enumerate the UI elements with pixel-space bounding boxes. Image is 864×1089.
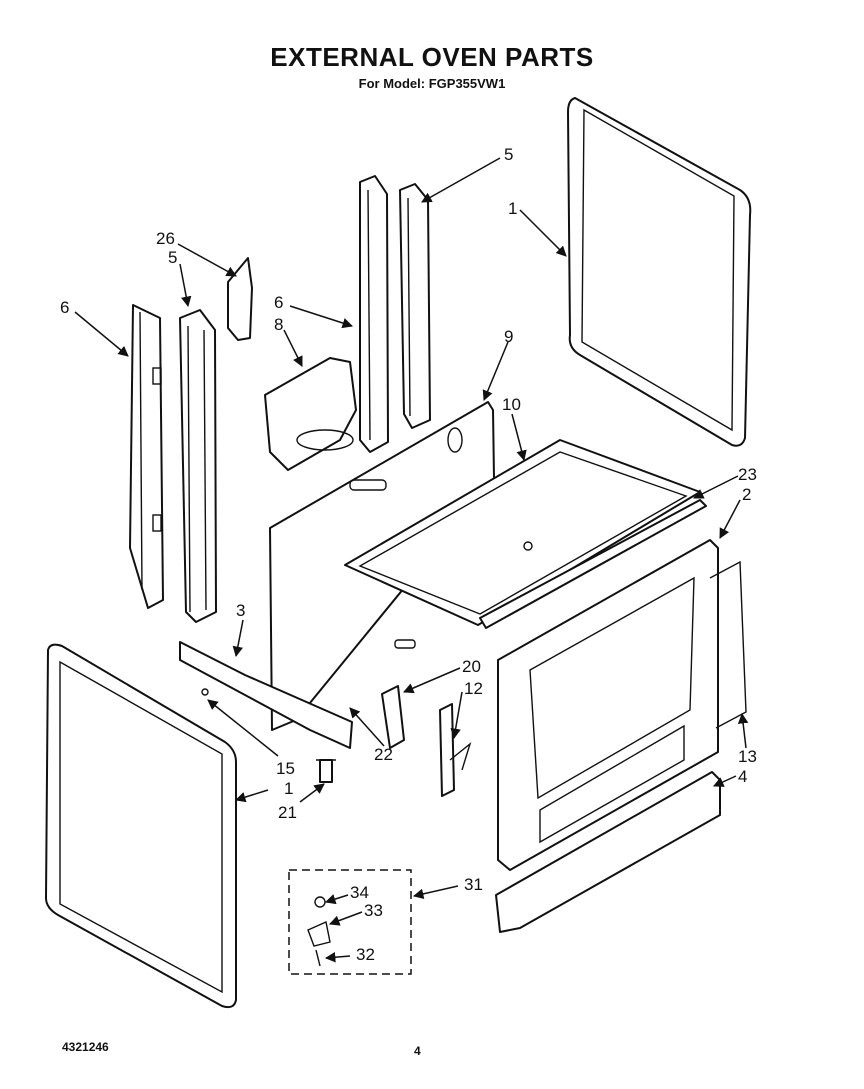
callout-5-left: 5 xyxy=(168,248,177,267)
page-number: 4 xyxy=(414,1044,421,1058)
callout-2: 2 xyxy=(742,485,751,504)
callout-21: 21 xyxy=(278,803,297,822)
bracket-left xyxy=(179,309,217,623)
callout-1-bottom: 1 xyxy=(284,779,293,798)
screw-15 xyxy=(201,688,209,696)
page-title: EXTERNAL OVEN PARTS xyxy=(270,42,594,72)
callout-9: 9 xyxy=(504,327,513,346)
callout-4: 4 xyxy=(738,767,747,786)
callout-10: 10 xyxy=(502,395,521,414)
callout-5-right: 5 xyxy=(504,145,513,164)
front-frame xyxy=(497,539,719,871)
trim-strip xyxy=(479,499,707,629)
callout-23: 23 xyxy=(738,465,757,484)
leader-lines xyxy=(74,157,749,963)
front-rail xyxy=(179,641,353,749)
door-gasket xyxy=(709,560,747,729)
callout-3: 3 xyxy=(236,601,245,620)
callout-33: 33 xyxy=(364,901,383,920)
document-number: 4321246 xyxy=(62,1040,109,1054)
callout-13: 13 xyxy=(738,747,757,766)
callout-8: 8 xyxy=(274,315,283,334)
model-subtitle: For Model: FGP355VW1 xyxy=(358,76,506,91)
callout-22: 22 xyxy=(374,745,393,764)
callout-32: 32 xyxy=(356,945,375,964)
leveling-leg xyxy=(316,759,336,783)
callout-15: 15 xyxy=(276,759,295,778)
bracket-right xyxy=(399,183,431,429)
callout-31: 31 xyxy=(464,875,483,894)
side-rail-left xyxy=(129,304,164,609)
callout-34: 34 xyxy=(350,883,369,902)
callout-20: 20 xyxy=(462,657,481,676)
side-panel-right xyxy=(567,97,752,447)
kick-plate xyxy=(495,771,721,933)
side-rail-rear xyxy=(359,175,389,453)
callout-12: 12 xyxy=(464,679,483,698)
callout-1-top: 1 xyxy=(508,199,517,218)
vent-duct xyxy=(264,357,357,471)
callout-6-mid: 6 xyxy=(274,293,283,312)
callout-labels: 5 1 26 5 6 6 8 9 10 23 2 3 20 12 13 4 15… xyxy=(60,145,757,964)
bracket-26 xyxy=(227,257,253,341)
side-panel-left xyxy=(45,643,237,1009)
callout-26: 26 xyxy=(156,229,175,248)
switch-bracket xyxy=(381,685,472,797)
callout-6-left: 6 xyxy=(60,298,69,317)
